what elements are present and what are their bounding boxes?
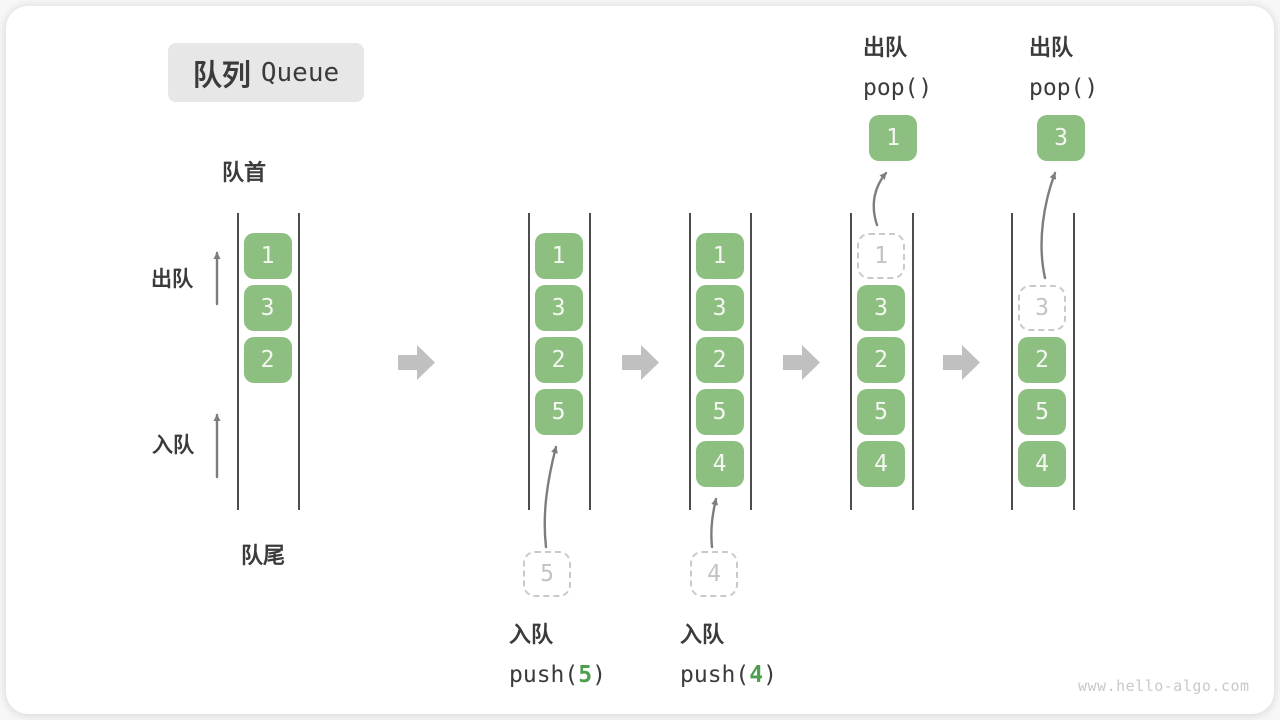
push-5-target-arrow-icon (543, 445, 558, 549)
title-zh-label: 队列 (192, 59, 251, 92)
code-argument: 5 (578, 662, 593, 688)
queue-item-box: 5 (1018, 389, 1066, 435)
queue-item-box: 2 (534, 337, 583, 383)
label-enqueue-side: 入队 (152, 434, 194, 457)
operation-code-label: pop() (863, 75, 932, 101)
pop-3-target-arrow-icon (1040, 171, 1057, 280)
queue-item-box: 2 (243, 337, 292, 383)
next-step-arrow-icon (622, 345, 659, 380)
pop-1-target-arrow-icon (872, 171, 888, 227)
queue-wall-right-line (912, 213, 914, 510)
queue-item-box: 3 (534, 285, 583, 331)
queue-item-box: 3 (857, 285, 905, 331)
operation-name-label: 入队 (509, 622, 554, 647)
operation-code-label: push(5) (509, 662, 606, 688)
operation-name-label: 出队 (863, 35, 908, 60)
operation-name-label: 出队 (1029, 35, 1074, 60)
queue-wall-right-line (298, 213, 300, 510)
queue-item-box: 1 (243, 233, 292, 279)
code-text: ) (592, 662, 606, 688)
push-4-target-arrow-icon (710, 497, 719, 549)
code-text: pop() (863, 75, 933, 101)
operation-caption: 入队 push(4) (680, 617, 777, 688)
operation-code-label: pop() (1029, 75, 1098, 101)
queue-wall-right-line (589, 213, 591, 510)
incoming-item-box: 5 (523, 551, 571, 597)
queue-item-box: 2 (857, 337, 905, 383)
code-text: push( (680, 662, 750, 688)
code-text: pop() (1029, 75, 1099, 101)
label-queue-rear: 队尾 (241, 543, 286, 568)
queue-item-box: 4 (857, 441, 905, 487)
queue-item-box: 1 (534, 233, 583, 279)
queue-wall-left-line (237, 213, 239, 510)
watermark-label: www.hello-algo.com (1078, 677, 1250, 695)
label-dequeue-side: 出队 (151, 268, 193, 291)
title-en-label: Queue (260, 57, 340, 88)
queue-item-box: 5 (695, 389, 744, 435)
queue-wall-left-line (689, 213, 691, 510)
queue-wall-left-line (1011, 213, 1013, 510)
next-step-arrow-icon (398, 345, 435, 380)
next-step-arrow-icon (943, 345, 980, 380)
operation-code-label: push(4) (680, 662, 777, 688)
popped-item-box: 1 (869, 115, 917, 161)
queue-item-box: 5 (857, 389, 905, 435)
label-queue-front: 队首 (222, 160, 267, 185)
incoming-item-box: 4 (690, 551, 738, 597)
operation-caption: 入队 push(5) (509, 617, 606, 688)
queue-wall-left-line (528, 213, 530, 510)
queue-wall-left-line (850, 213, 852, 510)
code-text: ) (763, 662, 777, 688)
queue-item-box: 1 (695, 233, 744, 279)
code-text: push( (509, 662, 579, 688)
operation-name-label: 入队 (680, 622, 725, 647)
queue-item-box: 3 (695, 285, 744, 331)
removed-item-box: 1 (857, 233, 905, 279)
queue-item-box: 5 (534, 389, 583, 435)
queue-item-box: 2 (1018, 337, 1066, 383)
popped-item-box: 3 (1037, 115, 1085, 161)
queue-item-box: 3 (243, 285, 292, 331)
queue-item-box: 4 (695, 441, 744, 487)
removed-item-box: 3 (1018, 285, 1066, 331)
title-box: 队列 Queue (168, 43, 364, 102)
operation-caption: 出队 pop() (1029, 30, 1098, 101)
queue-wall-right-line (750, 213, 752, 510)
next-step-arrow-icon (783, 345, 820, 380)
queue-item-box: 4 (1018, 441, 1066, 487)
queue-wall-right-line (1073, 213, 1075, 510)
operation-caption: 出队 pop() (863, 30, 932, 101)
code-argument: 4 (749, 662, 764, 688)
queue-item-box: 2 (695, 337, 744, 383)
